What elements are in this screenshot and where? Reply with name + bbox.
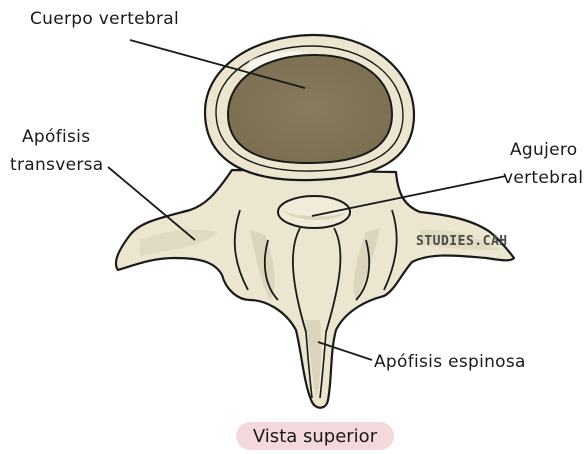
watermark: STUDIES.CAH bbox=[416, 234, 508, 249]
label-apofisis-transversa-1: Apófisis bbox=[22, 127, 90, 147]
label-agujero-vertebral-1: Agujero bbox=[510, 140, 578, 160]
vertebral-foramen bbox=[278, 196, 350, 228]
label-apofisis-espinosa: Apófisis espinosa bbox=[374, 352, 526, 372]
label-cuerpo-vertebral: Cuerpo vertebral bbox=[30, 9, 179, 29]
label-agujero-vertebral-2: vertebral bbox=[503, 168, 583, 188]
caption-view: Vista superior bbox=[236, 422, 394, 450]
label-apofisis-transversa-2: transversa bbox=[10, 155, 104, 175]
vertebral-body-center bbox=[228, 55, 392, 163]
